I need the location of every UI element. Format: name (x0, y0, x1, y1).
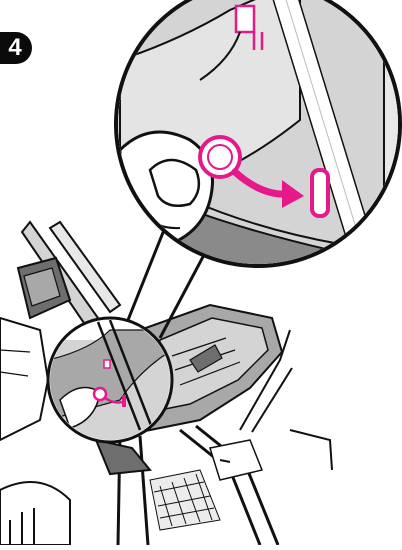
pink-top-clip (236, 6, 254, 32)
step-badge: 4 (0, 32, 32, 64)
connector-line-left (128, 220, 168, 320)
pink-slot-icon (312, 170, 328, 216)
large-detail-circle (110, 0, 402, 280)
small-detail-circle (48, 318, 172, 442)
step-number: 4 (8, 36, 23, 60)
